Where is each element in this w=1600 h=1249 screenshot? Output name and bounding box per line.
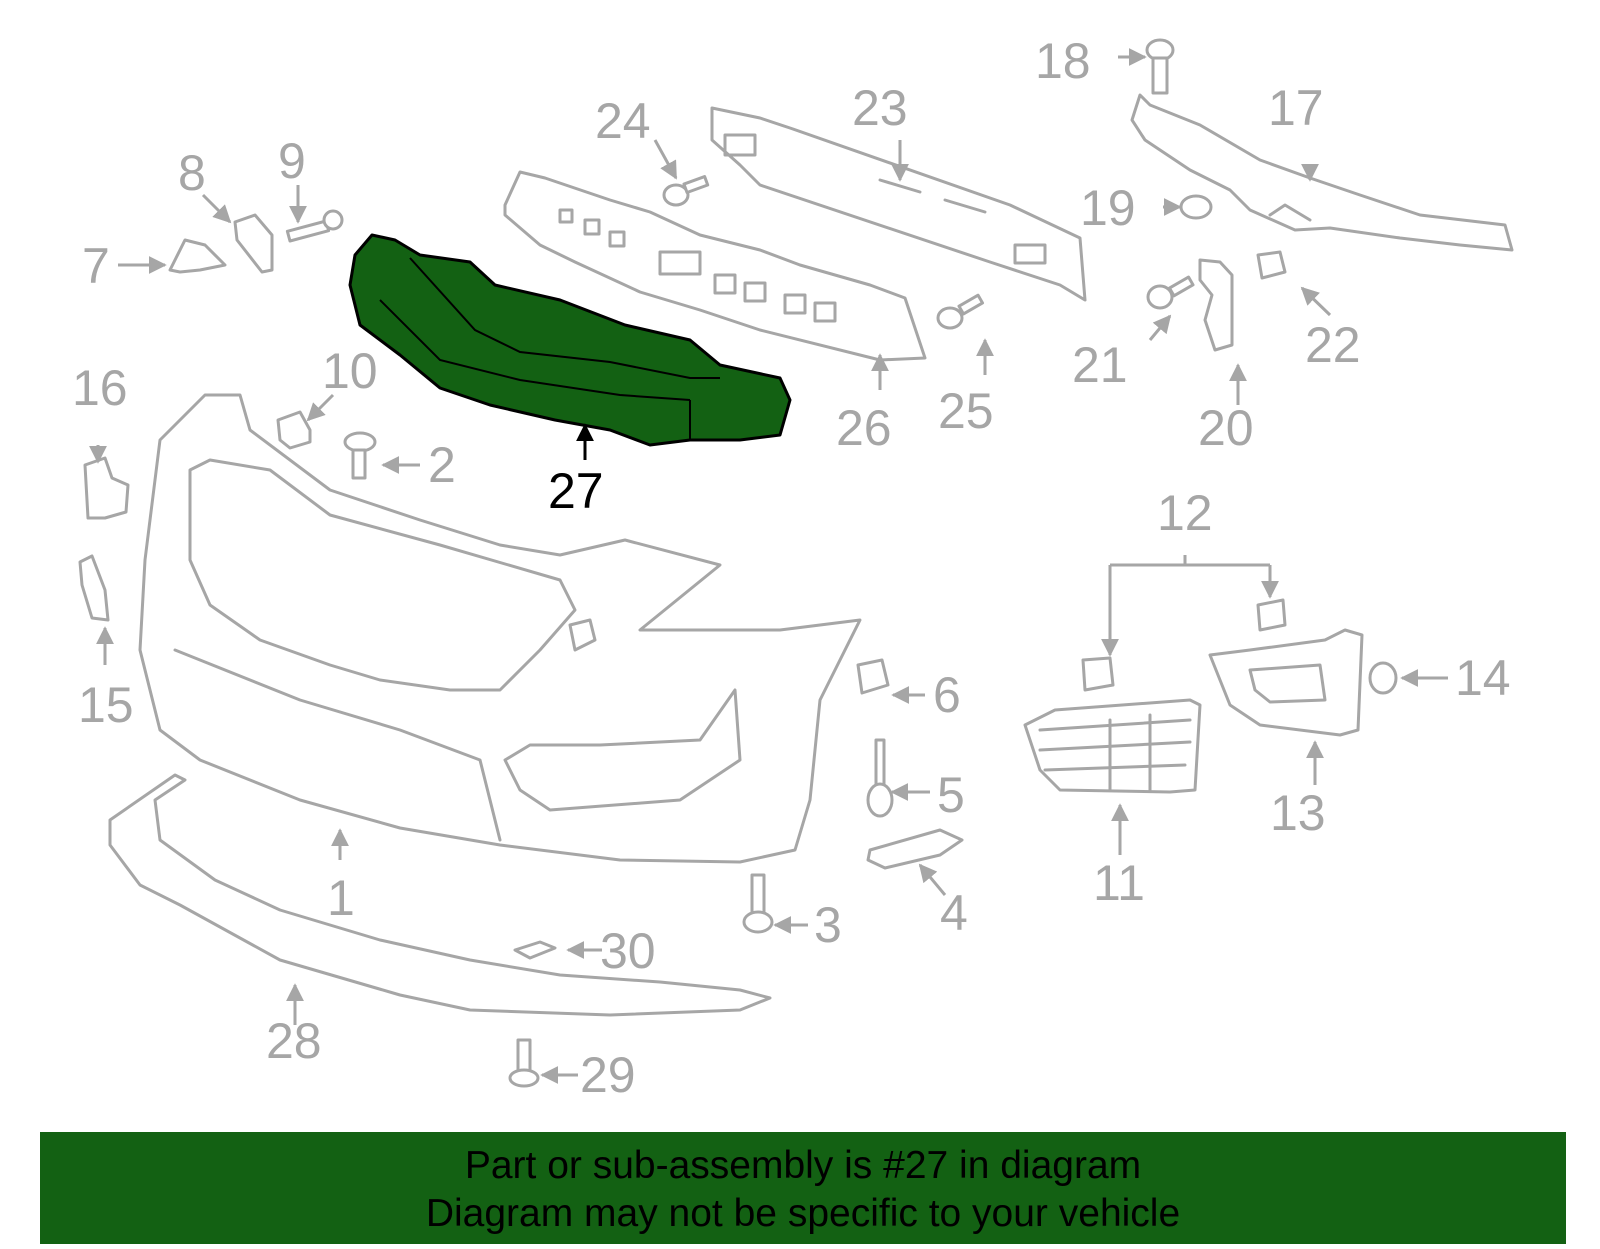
part-23-impact-bar (710, 106, 1087, 302)
callout-5: 5 (937, 767, 965, 823)
part-22-retainer (1256, 250, 1287, 280)
callout-10: 10 (322, 343, 378, 399)
callout-22: 22 (1305, 317, 1361, 373)
part-7-clip (168, 238, 227, 274)
part-14-nut (1368, 661, 1398, 695)
callout-12: 12 (1157, 485, 1213, 541)
part-11-lower-grille (1023, 698, 1202, 794)
part-24-bolt (662, 175, 710, 207)
part-29-bolt (508, 1038, 540, 1088)
callout-6: 6 (933, 667, 961, 723)
callout-1: 1 (327, 870, 355, 926)
callout-16: 16 (72, 360, 128, 416)
part-30-clip (513, 940, 557, 960)
callout-24: 24 (595, 93, 651, 149)
part-13-grille-bezel (1208, 628, 1364, 737)
part-6-retainer (856, 658, 890, 695)
part-8-bracket (233, 213, 274, 274)
info-banner: Part or sub-assembly is #27 in diagram D… (40, 1132, 1566, 1244)
callout-30: 30 (600, 923, 656, 979)
part-3-bolt (742, 873, 774, 934)
part-17-upper-support (1130, 93, 1514, 252)
callout-19: 19 (1080, 180, 1136, 236)
part-9-bolt (285, 209, 344, 243)
part-1-bumper-cover (138, 393, 862, 864)
part-16-bracket (83, 456, 130, 520)
callout-8: 8 (178, 145, 206, 201)
part-25-bolt (936, 293, 985, 330)
part-26-absorber (503, 170, 927, 362)
part-10-nut (276, 410, 312, 450)
callout-25: 25 (938, 383, 994, 439)
part-15-sensor (78, 554, 110, 622)
callout-3: 3 (814, 897, 842, 953)
banner-line-1: Part or sub-assembly is #27 in diagram (464, 1144, 1142, 1187)
callout-11: 11 (1093, 855, 1145, 911)
callout-numbers: 1 2 3 4 5 6 7 8 9 10 11 12 13 14 15 16 1… (72, 33, 1511, 1103)
part-12-retainer-b (1256, 598, 1287, 632)
part-4-bracket (866, 828, 964, 870)
callout-27: 27 (548, 463, 604, 519)
callout-20: 20 (1198, 400, 1254, 456)
small-parts (78, 38, 1398, 1088)
callout-28: 28 (266, 1013, 322, 1069)
callout-26: 26 (836, 400, 892, 456)
part-19-nut (1179, 194, 1213, 220)
callout-14: 14 (1455, 650, 1511, 706)
part-2-bolt (343, 431, 377, 480)
callout-4: 4 (940, 885, 968, 941)
banner-line-2: Diagram may not be specific to your vehi… (425, 1192, 1181, 1235)
callout-23: 23 (852, 80, 908, 136)
part-12-retainer-a (1081, 656, 1115, 692)
callout-13: 13 (1270, 785, 1326, 841)
callout-21: 21 (1072, 337, 1128, 393)
leader-lines (89, 48, 1448, 1084)
part-27-energy-absorber (348, 233, 792, 447)
callout-29: 29 (580, 1047, 636, 1103)
part-18-bolt (1145, 38, 1175, 95)
callout-9: 9 (278, 133, 306, 189)
part-5-push-pin (866, 738, 894, 818)
part-28-lower-spoiler (108, 773, 772, 1017)
callout-2: 2 (428, 437, 456, 493)
callout-18: 18 (1035, 33, 1091, 89)
callout-7: 7 (82, 238, 110, 294)
callout-17: 17 (1268, 80, 1324, 136)
part-20-bracket (1198, 258, 1234, 352)
part-21-bolt (1146, 275, 1195, 310)
callout-15: 15 (78, 677, 134, 733)
